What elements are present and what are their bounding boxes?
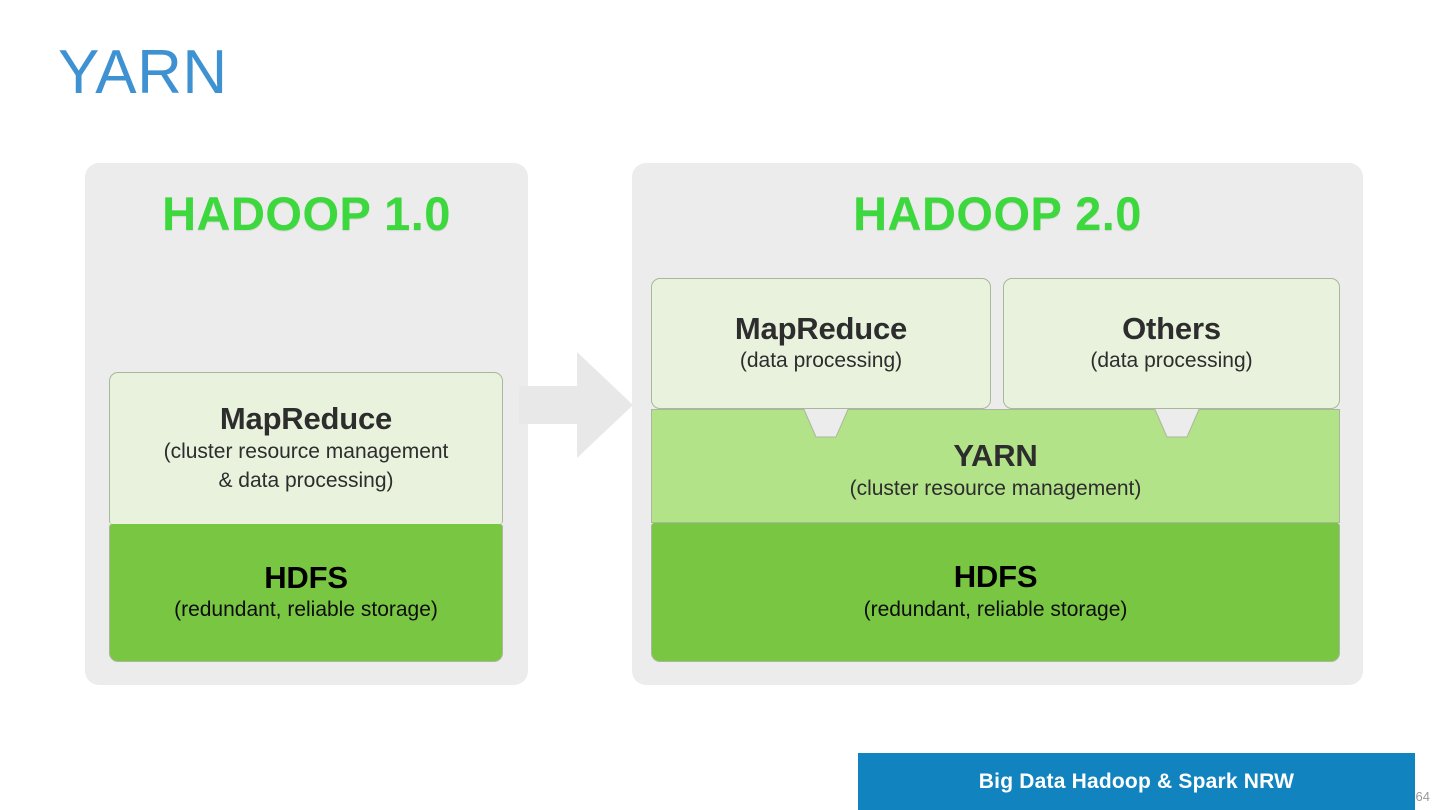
hadoop1-mapreduce-subtitle-line1: (cluster resource management (163, 439, 449, 463)
page-number: 64 (1415, 789, 1430, 804)
hadoop2-heading: HADOOP 2.0 (853, 187, 1142, 240)
hadoop2-mapreduce-box: MapReduce (data processing) (651, 278, 991, 409)
footer-banner-text: Big Data Hadoop & Spark NRW (978, 769, 1295, 793)
hadoop1-mapreduce-title: MapReduce (219, 401, 393, 437)
hadoop2-others-title: Others (1122, 310, 1221, 346)
hadoop1-mapreduce-box: MapReduce (cluster resource management &… (109, 372, 503, 524)
hadoop2-yarn-title: YARN (953, 438, 1038, 473)
hadoop1-heading: HADOOP 1.0 (162, 187, 451, 240)
hadoop1-hdfs-title: HDFS (264, 559, 348, 595)
yarn-band-shape (651, 409, 1340, 523)
hadoop2-mapreduce-subtitle: (data processing) (739, 349, 903, 373)
hadoop2-hdfs-subtitle: (redundant, reliable storage) (863, 597, 1128, 621)
right-arrow-icon (519, 348, 633, 462)
hadoop2-mapreduce-title: MapReduce (734, 310, 908, 346)
hadoop2-hdfs-title: HDFS (953, 559, 1038, 595)
hadoop1-hdfs-subtitle: (redundant, reliable storage) (174, 598, 438, 622)
hadoop2-others-box: Others (data processing) (1003, 278, 1340, 409)
hadoop2-yarn-label-group: YARN (cluster resource management) (651, 438, 1340, 503)
hadoop1-hdfs-box: HDFS (redundant, reliable storage) (109, 524, 503, 662)
footer-banner: Big Data Hadoop & Spark NRW (858, 753, 1415, 810)
hadoop2-hdfs-box: HDFS (redundant, reliable storage) (651, 523, 1340, 662)
hadoop2-yarn-box: YARN (cluster resource management) (651, 409, 1340, 523)
hadoop2-yarn-subtitle: (cluster resource management) (849, 476, 1142, 500)
hadoop2-others-subtitle: (data processing) (1090, 349, 1253, 373)
hadoop1-mapreduce-subtitle-line2: & data processing) (218, 468, 394, 492)
page-title: YARN (58, 38, 228, 107)
